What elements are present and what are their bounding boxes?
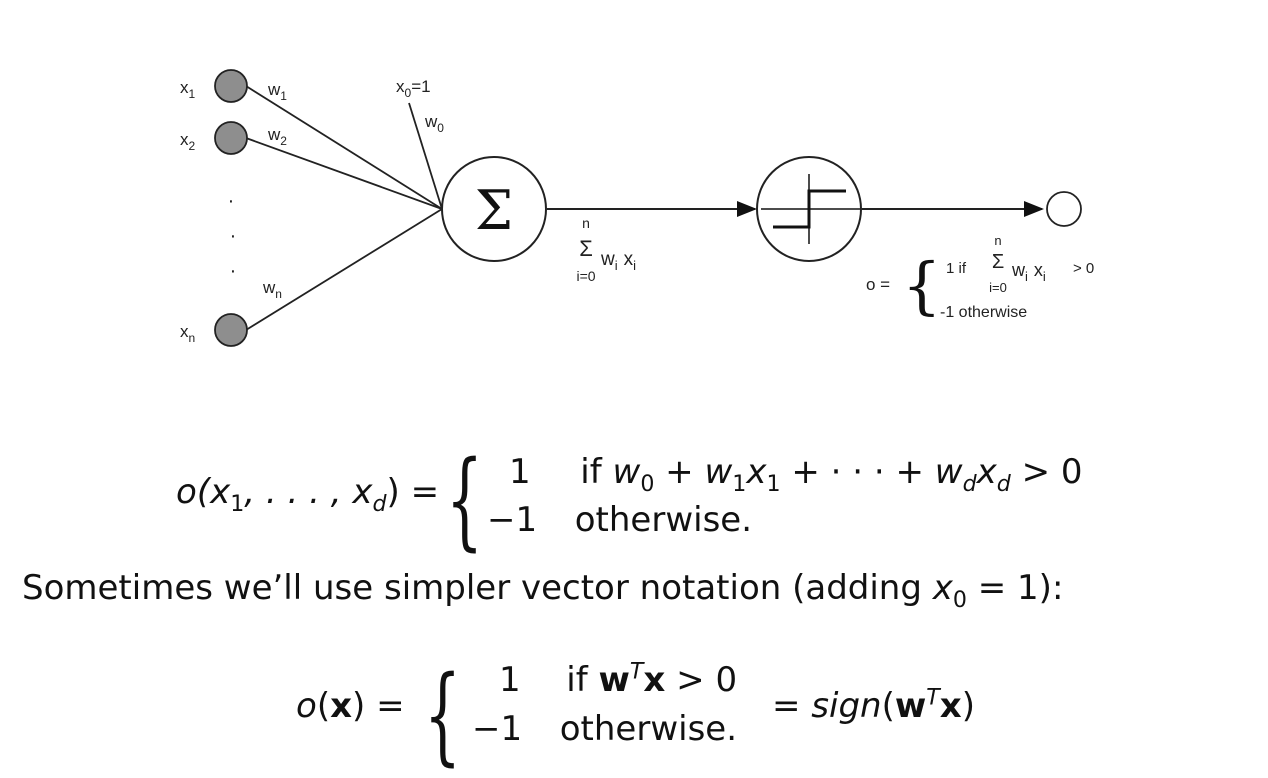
- input-line-2: [245, 137, 443, 210]
- equation-2-rhs: = sign(wTx): [772, 684, 975, 726]
- equation-1-case1: 1 if w0 + w1x1 + · · · + wdxd > 0: [509, 452, 1083, 497]
- output-case1-suffix: > 0: [1073, 260, 1094, 277]
- equation-2-case1: 1 if wTx > 0: [499, 658, 738, 700]
- vector-notation-sentence: Sometimes we’ll use simpler vector notat…: [22, 568, 1064, 613]
- output-case1-bottom: i=0: [989, 280, 1007, 295]
- input-line-n: [245, 208, 443, 331]
- equation-2-brace: {: [424, 653, 462, 776]
- bias-weight-label: w0: [424, 112, 444, 135]
- equation-2-case2: −1 otherwise.: [472, 709, 738, 749]
- equation-1-case2: −1 otherwise.: [487, 500, 753, 540]
- weight-label-1: w1: [267, 80, 287, 103]
- output-node: [1046, 191, 1082, 227]
- input-label-1: x1: [180, 78, 196, 101]
- sum-caption-n: n: [582, 215, 590, 231]
- output-lhs: o =: [866, 275, 890, 294]
- input-label-2: x2: [180, 130, 196, 153]
- sum-caption-bottom: i=0: [576, 268, 595, 284]
- ellipsis-dot-2: ·: [230, 225, 237, 247]
- equation-1-brace: {: [446, 438, 484, 561]
- output-case1-sigma: Σ: [992, 251, 1004, 273]
- ellipsis-dot-3: ·: [230, 260, 237, 282]
- equation-2-lhs: o(x) =: [296, 686, 405, 726]
- weight-label-n: wn: [262, 278, 282, 301]
- output-case2: -1 otherwise: [940, 304, 1027, 321]
- input-node-1: [214, 69, 248, 103]
- weight-label-2: w2: [267, 125, 287, 148]
- output-case1-n: n: [994, 233, 1001, 248]
- summation-node: [441, 156, 547, 262]
- step-function-icon: [761, 174, 860, 244]
- input-node-n: [214, 313, 248, 347]
- bias-line: [408, 102, 443, 210]
- perceptron-diagram: x1 x2 xn w1 w2 wn · · · x0=1 w0 Σ n Σ wi…: [180, 69, 1094, 347]
- output-case1-prefix: 1 if: [946, 260, 967, 277]
- equation-1-lhs: o(x1, . . . , xd) =: [176, 472, 440, 517]
- sum-caption-sigma: Σ: [579, 236, 593, 261]
- bias-label: x0=1: [396, 77, 431, 100]
- ellipsis-dot-1: ·: [228, 190, 235, 212]
- input-label-n: xn: [180, 322, 195, 345]
- output-brace: {: [902, 249, 941, 322]
- sigma-symbol: Σ: [475, 179, 513, 242]
- input-line-1: [245, 85, 443, 210]
- input-node-2: [214, 121, 248, 155]
